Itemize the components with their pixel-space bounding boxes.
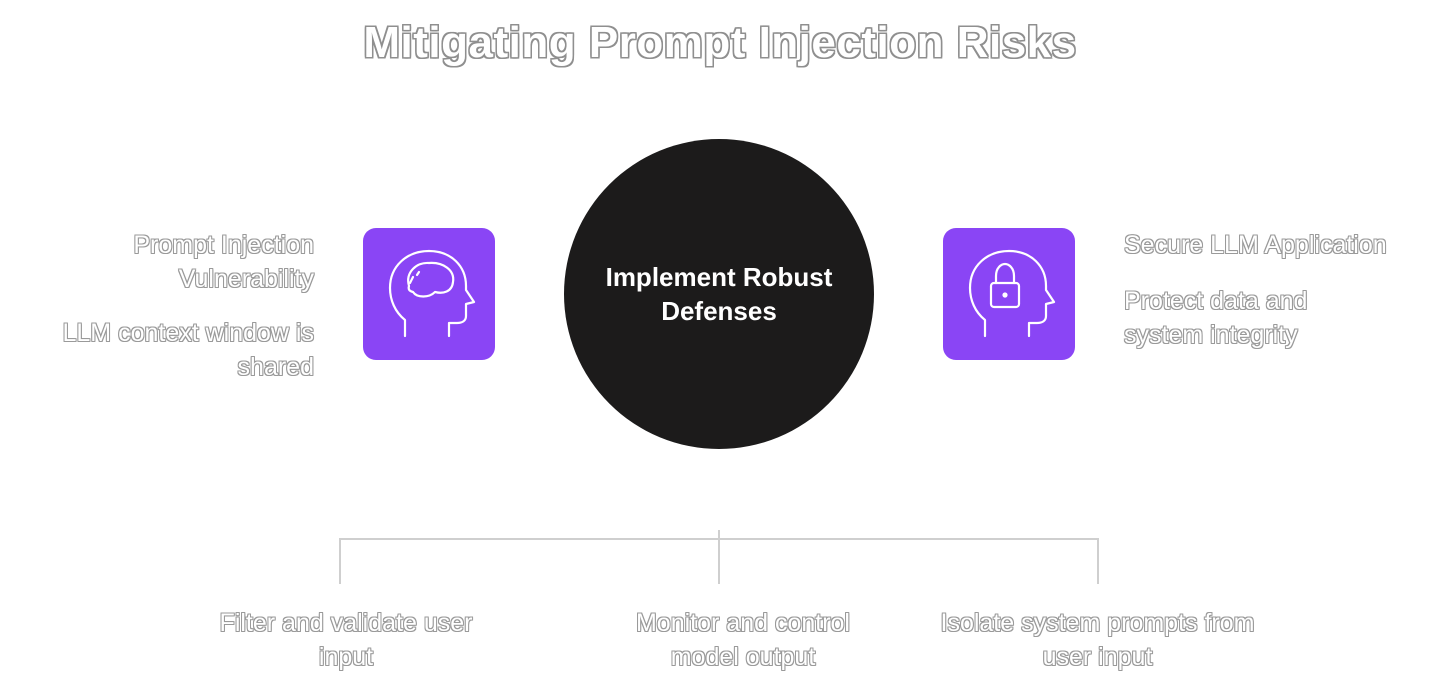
brain-head-icon — [388, 249, 476, 338]
branch-center-stem — [718, 530, 720, 540]
center-node: Implement Robust Defenses — [564, 139, 874, 449]
strategy-isolate-prompts: Isolate system prompts from user input — [940, 609, 1255, 671]
center-label: Implement Robust Defenses — [605, 262, 833, 326]
problem-heading: Prompt Injection Vulnerability — [133, 231, 314, 293]
goal-description: Protect data and system integrity — [1124, 287, 1308, 349]
problem-icon-box — [363, 228, 495, 360]
branch-middle-drop — [718, 538, 720, 584]
strategy-monitor-output: Monitor and control model output — [635, 609, 850, 671]
goal-heading: Secure LLM Application — [1124, 231, 1387, 259]
branch-left-drop — [339, 538, 341, 584]
problem-description: LLM context window is shared — [62, 319, 314, 381]
diagram-title: Mitigating Prompt Injection Risks — [363, 18, 1077, 67]
branch-right-drop — [1097, 538, 1099, 584]
lock-head-icon — [968, 249, 1056, 338]
goal-icon-box — [943, 228, 1075, 360]
strategy-filter-input: Filter and validate user input — [219, 609, 473, 671]
